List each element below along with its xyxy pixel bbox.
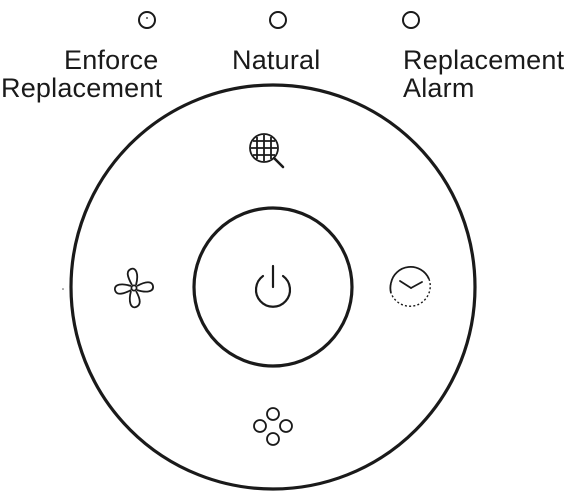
natural-label: Natural [232,45,321,75]
four-dots-icon [253,407,293,446]
filter-check-button[interactable] [249,133,285,169]
stray-dot [62,288,64,290]
natural-indicator [269,11,287,29]
outer-ring [69,83,477,491]
power-icon [254,264,292,308]
fan-speed-button[interactable] [114,267,154,309]
timer-button[interactable] [389,266,431,307]
indicator-center-dot [146,17,148,19]
replacement-alarm-label-line1: Replacement [403,45,565,75]
filter-magnifier-icon [249,133,285,169]
clock-icon [389,266,431,307]
mode-button[interactable] [253,407,293,446]
enforce-replacement-indicator [138,11,156,29]
enforce-replacement-label-line1: Enforce [64,45,159,75]
enforce-replacement-label-line2: Replacement [1,73,163,103]
power-button[interactable] [192,206,354,368]
replacement-alarm-label-line2: Alarm [403,73,475,103]
fan-icon [114,267,154,309]
replacement-alarm-indicator [402,11,420,29]
